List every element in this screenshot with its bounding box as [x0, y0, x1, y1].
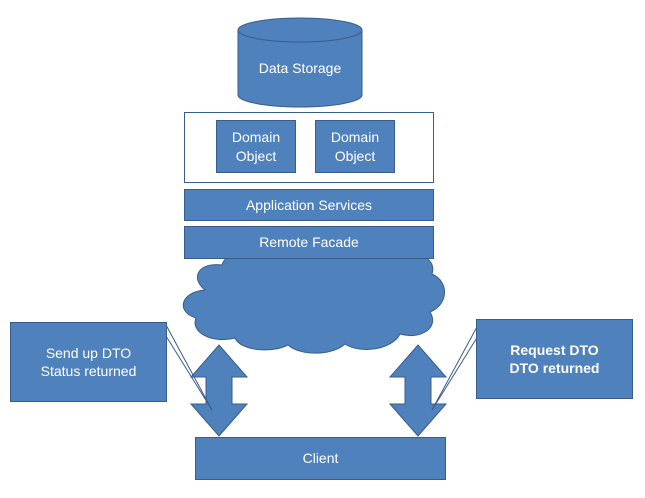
- left-callout-box: Send up DTO Status returned: [10, 322, 167, 402]
- remote-facade-box: Remote Facade: [184, 226, 434, 259]
- client-box: Client: [195, 437, 446, 480]
- left-double-arrow: [189, 344, 249, 437]
- domain-object-box-1: Domain Object: [216, 120, 296, 173]
- right-callout-pointer: [431, 324, 479, 411]
- application-services-box: Application Services: [184, 189, 434, 221]
- network-cloud: [182, 245, 445, 354]
- domain-object-box-2: Domain Object: [315, 120, 395, 173]
- left-callout-pointer: [165, 324, 213, 411]
- right-double-arrow: [388, 344, 448, 437]
- right-callout-box: Request DTO DTO returned: [476, 319, 633, 399]
- data-storage-cylinder: [237, 17, 363, 108]
